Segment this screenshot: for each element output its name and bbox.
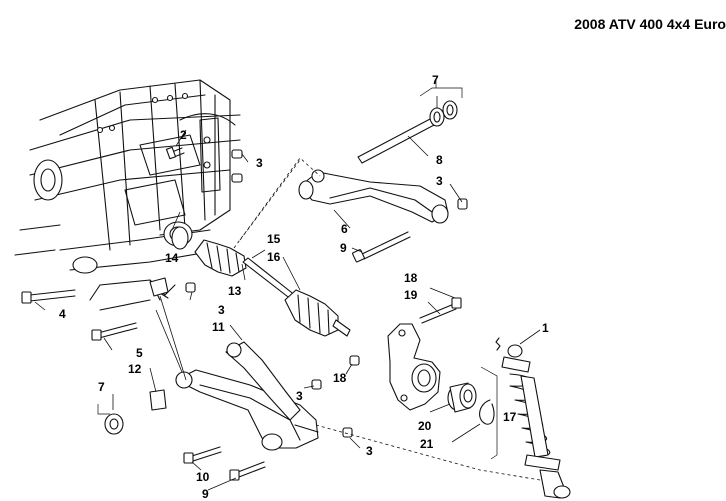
cv-axle — [171, 226, 351, 337]
knuckle-hardware — [349, 297, 462, 366]
callout-18: 18 — [333, 371, 347, 385]
leader-lines — [34, 96, 541, 491]
callout-20: 20 — [418, 419, 432, 433]
callout-7: 7 — [432, 73, 439, 87]
callout-8: 8 — [436, 153, 443, 167]
lower-arm-hardware — [91, 277, 353, 481]
callout-2: 2 — [180, 128, 187, 142]
callout-16: 16 — [267, 250, 281, 264]
pivot-shaft-upper — [357, 117, 437, 164]
callout-1: 1 — [542, 321, 549, 335]
callout-3: 3 — [296, 389, 303, 403]
callout-4: 4 — [59, 307, 66, 321]
callout-15: 15 — [267, 232, 281, 246]
lower-a-arm — [175, 341, 319, 451]
callout-numbers: 1 2 3 3 3 3 3 3 4 5 6 7 7 8 9 9 10 11 12… — [59, 73, 549, 501]
callout-21: 21 — [420, 437, 434, 451]
callout-3: 3 — [366, 444, 373, 458]
upper-arm-hardware — [352, 198, 468, 263]
wheel-bearing — [447, 382, 477, 413]
shock-absorber — [495, 337, 571, 499]
callout-9: 9 — [340, 241, 347, 255]
diagram-title: 2008 ATV 400 4x4 Euro — [574, 16, 726, 32]
callout-7: 7 — [98, 380, 105, 394]
callout-14: 14 — [165, 251, 179, 265]
callout-9: 9 — [202, 487, 209, 501]
callout-5: 5 — [136, 346, 143, 360]
callout-17: 17 — [503, 410, 517, 424]
bushings-upper — [419, 80, 463, 127]
callout-13: 13 — [228, 284, 242, 298]
callout-3: 3 — [218, 303, 225, 317]
callout-6: 6 — [341, 222, 348, 236]
callout-12: 12 — [128, 362, 142, 376]
callout-19: 19 — [404, 288, 418, 302]
vehicle-frame — [14, 79, 241, 311]
callout-18: 18 — [404, 271, 418, 285]
steering-knuckle — [387, 323, 441, 411]
callout-10: 10 — [196, 470, 210, 484]
upper-a-arm — [298, 169, 449, 224]
snap-ring — [479, 399, 495, 425]
callout-3: 3 — [436, 174, 443, 188]
bracket-17 — [480, 366, 498, 460]
callout-3: 3 — [256, 156, 263, 170]
callout-11: 11 — [212, 320, 225, 334]
